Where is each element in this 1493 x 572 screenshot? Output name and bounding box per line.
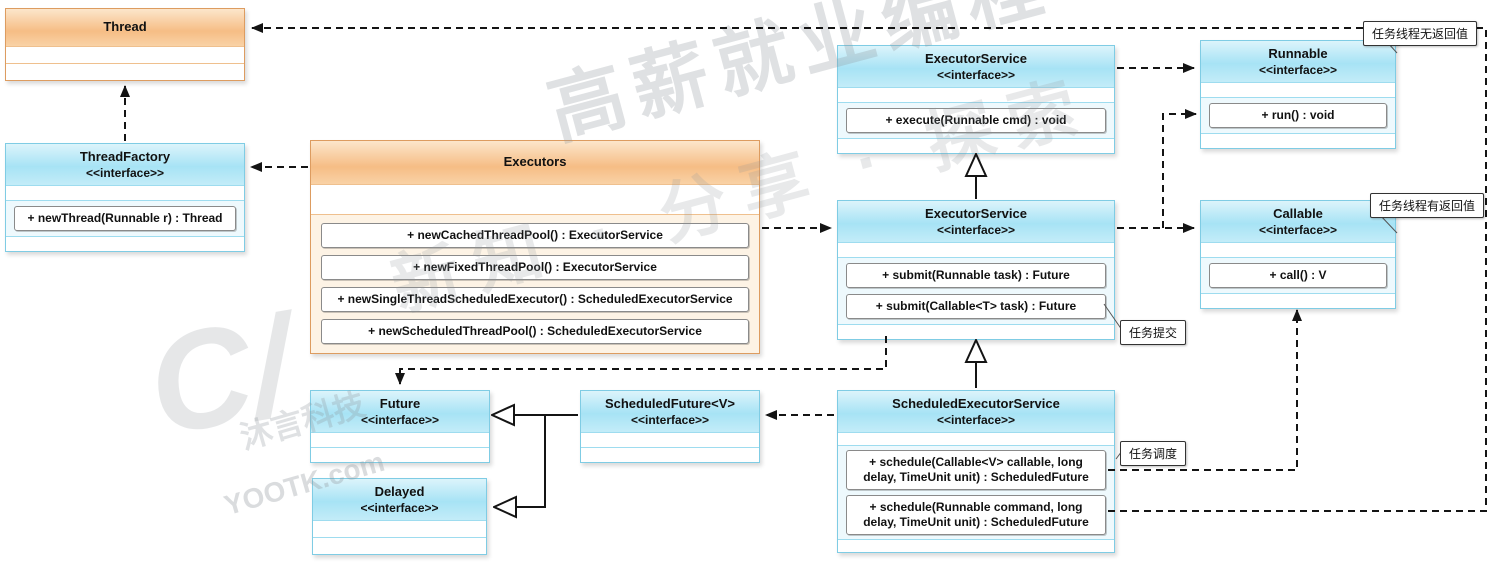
empty-compartment: [313, 536, 486, 554]
method-submit-callable: + submit(Callable<T> task) : Future: [846, 293, 1106, 319]
empty-compartment: [6, 235, 244, 251]
empty-compartment: [313, 519, 486, 537]
class-delayed-header: Delayed <<interface>>: [313, 479, 486, 520]
empty-compartment: [6, 184, 244, 200]
callout-callable-note: 任务线程有返回值: [1370, 193, 1485, 218]
class-name: Runnable: [1268, 46, 1328, 61]
method-execute: + execute(Runnable cmd) : void: [846, 107, 1106, 133]
class-runnable: Runnable <<interface>> + run() : void: [1200, 40, 1396, 149]
empty-compartment: [581, 431, 759, 447]
class-scheduledfuture-header: ScheduledFuture<V> <<interface>>: [581, 391, 759, 432]
method-run: + run() : void: [1209, 102, 1387, 128]
empty-compartment: [1201, 241, 1395, 257]
method-submit-runnable: + submit(Runnable task) : Future: [846, 262, 1106, 288]
empty-compartment: [581, 446, 759, 462]
dependency-submit-to-run-method: [1162, 109, 1197, 228]
method-schedule-runnable: + schedule(Runnable command, long delay,…: [846, 494, 1106, 535]
method-newfixedthreadpool: + newFixedThreadPool() : ExecutorService: [321, 254, 749, 280]
class-threadfactory: ThreadFactory <<interface>> + newThread(…: [5, 143, 245, 252]
stereotype-label: <<interface>>: [85, 165, 165, 180]
callout-submit-note: 任务提交: [1120, 320, 1187, 345]
empty-compartment: [1201, 292, 1395, 308]
class-name: ScheduledFuture<V>: [604, 396, 736, 411]
empty-compartment: [1201, 132, 1395, 148]
class-scheduledexecutorservice-header: ScheduledExecutorService <<interface>>: [838, 391, 1114, 432]
class-delayed: Delayed <<interface>>: [312, 478, 487, 555]
class-name: Callable: [1273, 206, 1323, 221]
class-executorservice-mid-header: ExecutorService <<interface>>: [838, 201, 1114, 242]
empty-compartment: [838, 241, 1114, 257]
empty-compartment: [6, 62, 244, 80]
empty-compartment: [1201, 81, 1395, 97]
empty-compartment: [6, 45, 244, 63]
class-thread-header: Thread: [6, 9, 244, 46]
empty-compartment: [838, 538, 1114, 552]
empty-compartment: [838, 431, 1114, 445]
empty-compartment: [838, 323, 1114, 339]
method-newthread: + newThread(Runnable r) : Thread: [14, 205, 236, 231]
watermark-logo: C/: [137, 286, 303, 465]
generalization-scheduledfuture-to-delayed: [516, 415, 546, 507]
class-name: ThreadFactory: [79, 149, 171, 164]
class-thread: Thread: [5, 8, 245, 81]
class-executors: Executors + newCachedThreadPool() : Exec…: [310, 140, 760, 354]
class-scheduledfuture: ScheduledFuture<V> <<interface>>: [580, 390, 760, 463]
class-future: Future <<interface>>: [310, 390, 490, 463]
method-newscheduledthreadpool: + newScheduledThreadPool() : ScheduledEx…: [321, 318, 749, 344]
stereotype-label: <<interface>>: [360, 412, 440, 427]
class-name: Executors: [503, 154, 567, 169]
method-compartment: + newThread(Runnable r) : Thread: [6, 199, 244, 236]
class-executors-header: Executors: [311, 141, 759, 184]
stereotype-label: <<interface>>: [1258, 222, 1338, 237]
class-executorservice-top: ExecutorService <<interface>> + execute(…: [837, 45, 1115, 154]
stereotype-label: <<interface>>: [936, 222, 1016, 237]
method-newcachedthreadpool: + newCachedThreadPool() : ExecutorServic…: [321, 222, 749, 248]
stereotype-label: <<interface>>: [360, 500, 439, 515]
class-name: Delayed: [374, 484, 425, 499]
method-compartment: + run() : void: [1201, 96, 1395, 133]
callout-runnable-note: 任务线程无返回值: [1363, 21, 1478, 46]
class-name: Thread: [103, 19, 147, 34]
method-compartment: + submit(Runnable task) : Future + submi…: [838, 256, 1114, 324]
class-name: ScheduledExecutorService: [892, 396, 1060, 411]
method-compartment: + call() : V: [1201, 256, 1395, 293]
class-future-header: Future <<interface>>: [311, 391, 489, 432]
empty-compartment: [311, 446, 489, 462]
empty-compartment: [838, 86, 1114, 102]
class-threadfactory-header: ThreadFactory <<interface>>: [6, 144, 244, 185]
callout-schedule-note: 任务调度: [1120, 441, 1187, 466]
class-scheduledexecutorservice: ScheduledExecutorService <<interface>> +…: [837, 390, 1115, 553]
class-name: Future: [379, 396, 421, 411]
method-newsinglethreadscheduledexecutor: + newSingleThreadScheduledExecutor() : S…: [321, 286, 749, 312]
class-name: ExecutorService: [925, 51, 1027, 66]
stereotype-label: <<interface>>: [630, 412, 710, 427]
method-compartment: + newCachedThreadPool() : ExecutorServic…: [311, 213, 759, 353]
stereotype-label: <<interface>>: [1258, 62, 1338, 77]
class-name: ExecutorService: [925, 206, 1027, 221]
class-callable-header: Callable <<interface>>: [1201, 201, 1395, 242]
empty-compartment: [838, 137, 1114, 153]
class-executorservice-mid: ExecutorService <<interface>> + submit(R…: [837, 200, 1115, 340]
method-compartment: + execute(Runnable cmd) : void: [838, 101, 1114, 138]
class-callable: Callable <<interface>> + call() : V: [1200, 200, 1396, 309]
method-call: + call() : V: [1209, 262, 1387, 288]
method-schedule-callable: + schedule(Callable<V> callable, long de…: [846, 449, 1106, 490]
method-compartment: + schedule(Callable<V> callable, long de…: [838, 444, 1114, 539]
empty-compartment: [311, 431, 489, 447]
class-executorservice-top-header: ExecutorService <<interface>>: [838, 46, 1114, 87]
stereotype-label: <<interface>>: [936, 67, 1016, 82]
empty-compartment: [311, 183, 759, 214]
stereotype-label: <<interface>>: [936, 412, 1016, 427]
class-runnable-header: Runnable <<interface>>: [1201, 41, 1395, 82]
